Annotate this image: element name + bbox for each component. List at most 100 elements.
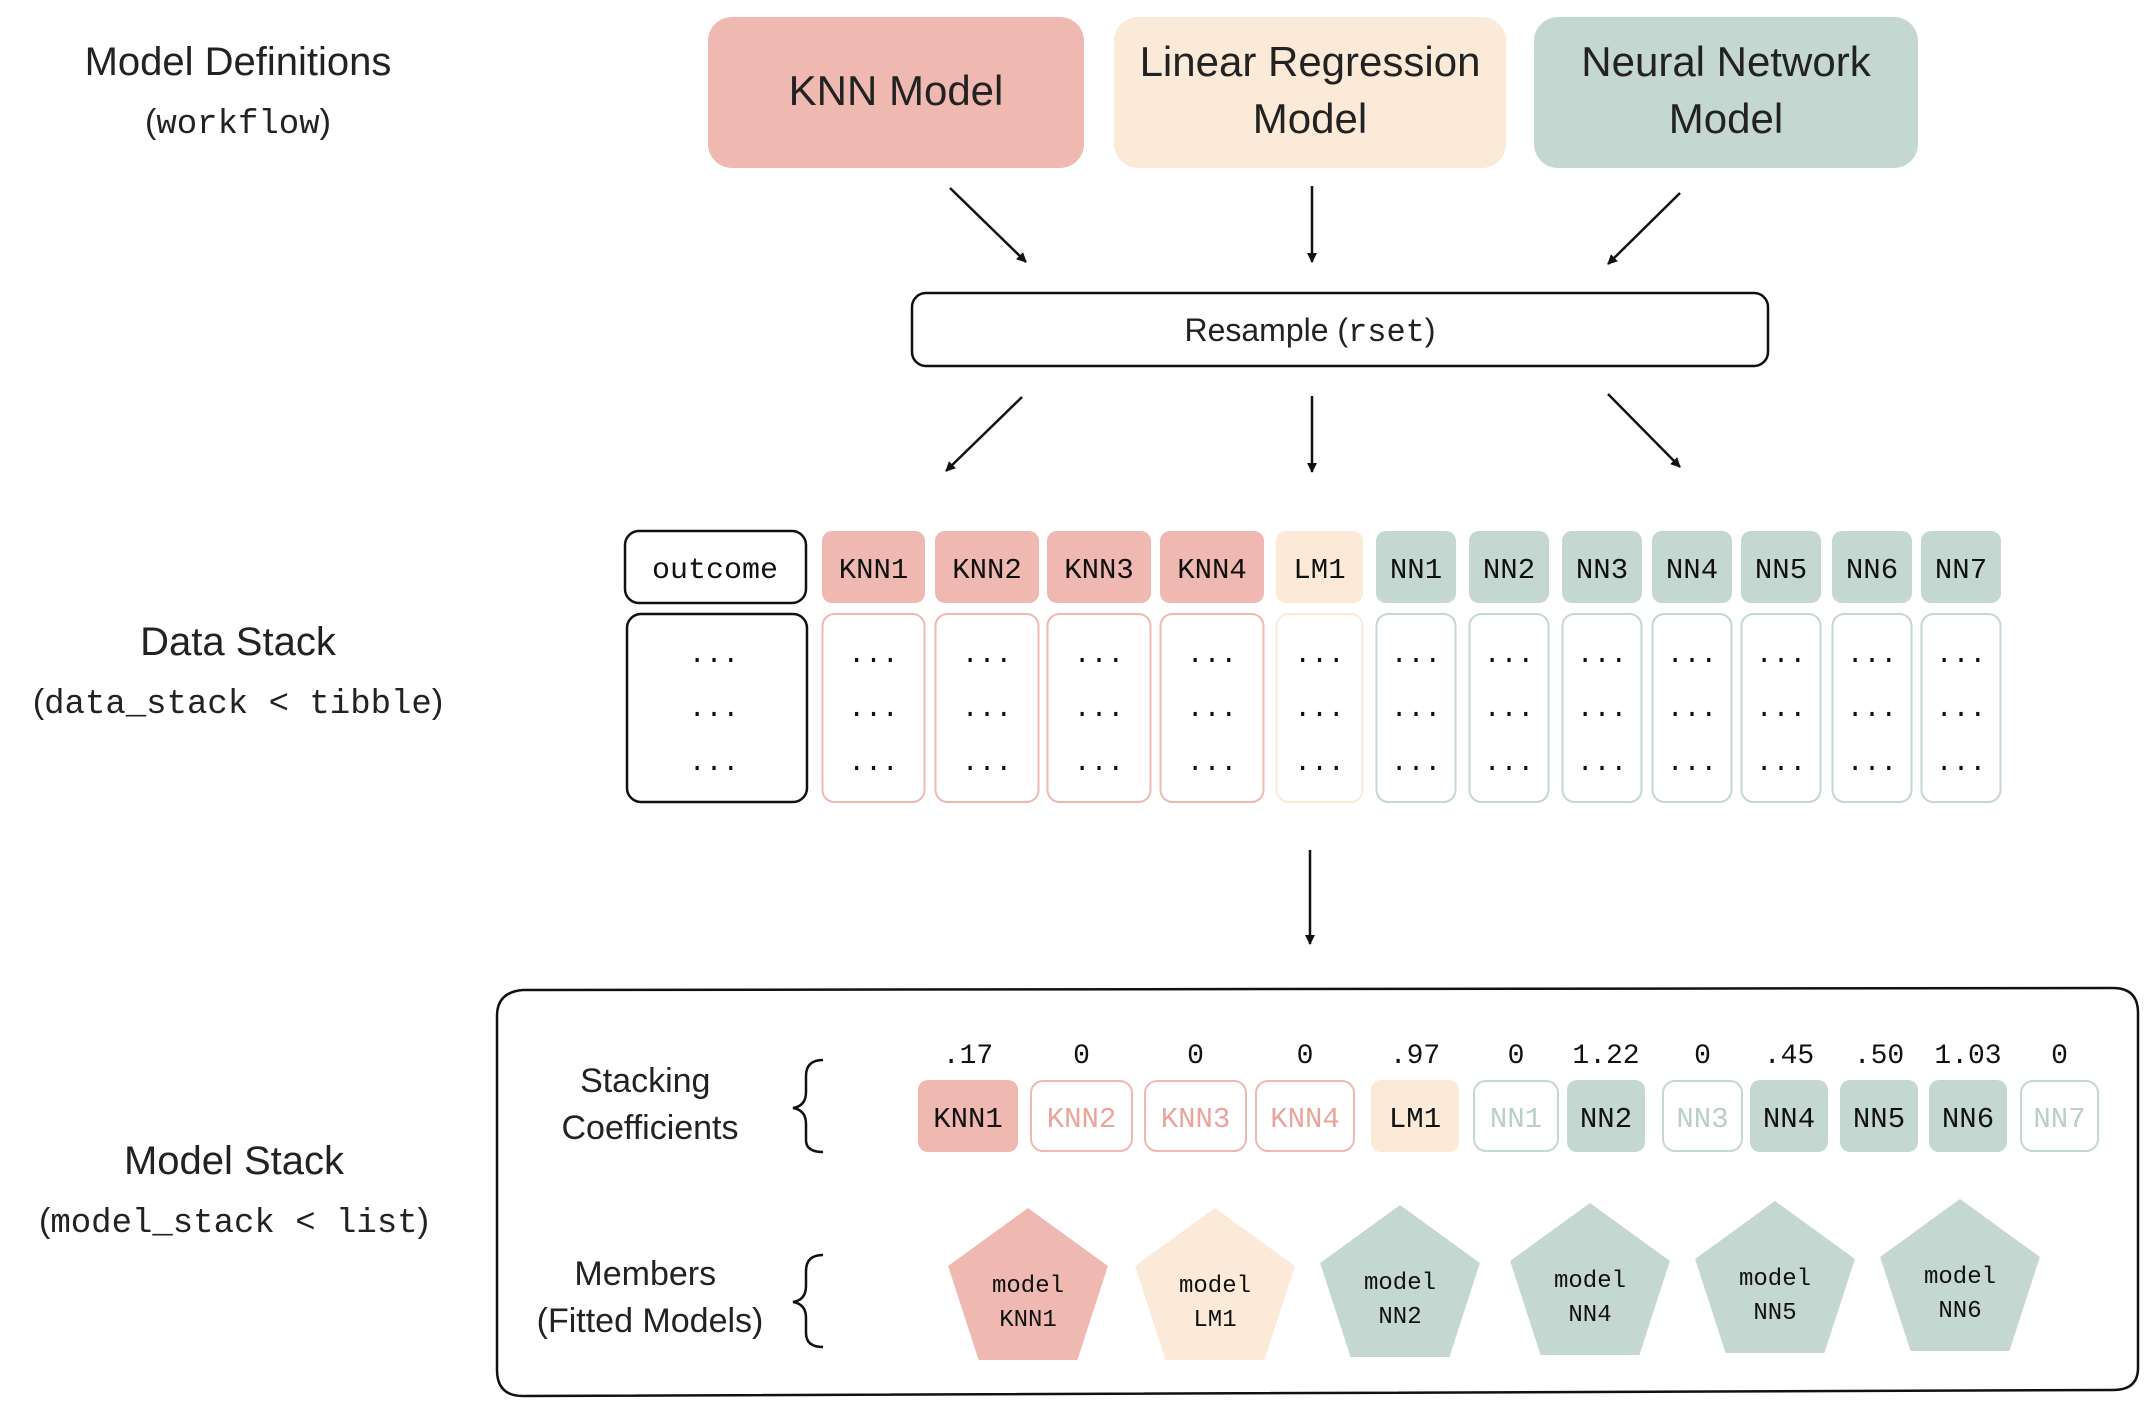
member-pentagon [1510,1203,1670,1355]
coefficient-chip-label: NN1 [1490,1103,1542,1136]
data-column-header [1832,531,1912,603]
stacking-coefficients-row: .17KNN10KNN20KNN30KNN4.97LM10NN11.22NN20… [918,1041,2099,1152]
member-label-line2: NN6 [1938,1298,1981,1325]
data-cell-ellipsis: ... [1074,640,1124,671]
data-cell-ellipsis: ... [1756,748,1806,779]
member-label-line1: model [1739,1266,1811,1293]
data-column-header-label: KNN4 [1177,554,1247,587]
prediction-columns: KNN1.........KNN2.........KNN3.........K… [821,531,2002,803]
coefficient-chip-label: NN3 [1676,1103,1728,1136]
data-cell-ellipsis: ... [1936,694,1986,725]
data-cell-ellipsis: ... [1294,748,1344,779]
data-column-header-label: NN5 [1755,554,1807,587]
outcome-column: outcome ... ... ... [623,529,809,804]
data-cell-ellipsis: ... [848,640,898,671]
data-cell-ellipsis: ... [1847,694,1897,725]
member-label-line2: NN5 [1753,1300,1796,1327]
data-cell-ellipsis: ... [1577,694,1627,725]
model-stack-code: (model_stack < list) [39,1202,429,1243]
data-column-header [1276,531,1363,603]
coefficient-value: 0 [1187,1041,1204,1072]
coefficient-chip [1840,1080,1918,1152]
member-label-line2: LM1 [1193,1307,1236,1334]
member-pentagon [1135,1208,1295,1360]
coefficient-chip-label: KNN2 [1047,1103,1117,1136]
data-cell-ellipsis: ... [848,748,898,779]
data-column-body [1740,613,1822,803]
data-cell-ellipsis: ... [1391,748,1441,779]
data-cell-ellipsis: ... [1187,694,1237,725]
data-column-header [1047,531,1151,603]
data-column-header [1160,531,1264,603]
outcome-header [623,529,808,605]
arrow-resample-to-knn-columns [945,396,1023,472]
outcome-header-label: outcome [652,554,778,588]
data-column-body [821,613,926,803]
data-cell-ellipsis: ... [1667,748,1717,779]
stacking-coefficients-line1: Stacking [580,1062,710,1100]
resample-box: Resample (rset) [910,291,1770,368]
coefficient-value: 0 [1073,1041,1090,1072]
data-column-header [822,531,925,603]
data-column-header [1741,531,1821,603]
coefficients-brace [792,1058,824,1154]
coefficient-chip-label: KNN3 [1161,1103,1231,1136]
coefficient-chip [1929,1080,2007,1152]
data-cell-ellipsis: ... [1484,748,1534,779]
arrow-knn-to-resample [949,187,1027,263]
resample-code: rset [1348,314,1425,351]
data-column-body [1651,613,1733,803]
coefficient-value: .50 [1854,1041,1904,1072]
data-column-knn2: KNN2......... [934,531,1040,803]
data-stack-table: outcome ... ... ... KNN1.........KNN2...… [623,529,2002,804]
data-column-header-label: LM1 [1293,554,1345,587]
coefficient-value: .45 [1764,1041,1814,1072]
coefficient-chip [1662,1080,1743,1152]
data-column-nn4: NN4......... [1651,531,1733,803]
members-brace [792,1253,824,1349]
data-cell-ellipsis: ... [1391,640,1441,671]
data-column-body [1375,613,1457,803]
data-cell-ellipsis: ... [1936,640,1986,671]
member-pentagon [1695,1201,1855,1353]
data-cell-ellipsis: ... [1756,640,1806,671]
data-column-nn7: NN7......... [1920,531,2002,803]
coefficient-chip [1255,1080,1355,1152]
coefficient-chip-label: LM1 [1389,1103,1441,1136]
data-cell-ellipsis: ... [1484,694,1534,725]
data-column-header-label: NN2 [1483,554,1535,587]
outcome-body [625,612,809,804]
coefficient-value: .17 [943,1041,993,1072]
data-column-knn1: KNN1......... [821,531,926,803]
data-cell-ellipsis: ... [1847,748,1897,779]
data-column-header-label: NN4 [1666,554,1718,587]
data-stack-label: Data Stack [140,620,337,664]
data-column-header-label: KNN1 [839,554,909,587]
data-cell-ellipsis: ... [1074,694,1124,725]
coefficient-chip-label: NN4 [1763,1103,1815,1136]
data-cell-ellipsis: ... [1391,694,1441,725]
coefficient-chip-label: NN7 [2033,1103,2085,1136]
model-definitions-code-text: workflow [156,106,320,144]
outcome-ellipsis-3: ... [689,748,739,779]
data-cell-ellipsis: ... [1074,748,1124,779]
data-column-header [1562,531,1642,603]
data-column-nn2: NN2......... [1468,531,1550,803]
coefficient-chip [1144,1080,1247,1152]
data-column-header [935,531,1039,603]
data-column-header-label: NN3 [1576,554,1628,587]
member-label-line1: model [1924,1264,1996,1291]
